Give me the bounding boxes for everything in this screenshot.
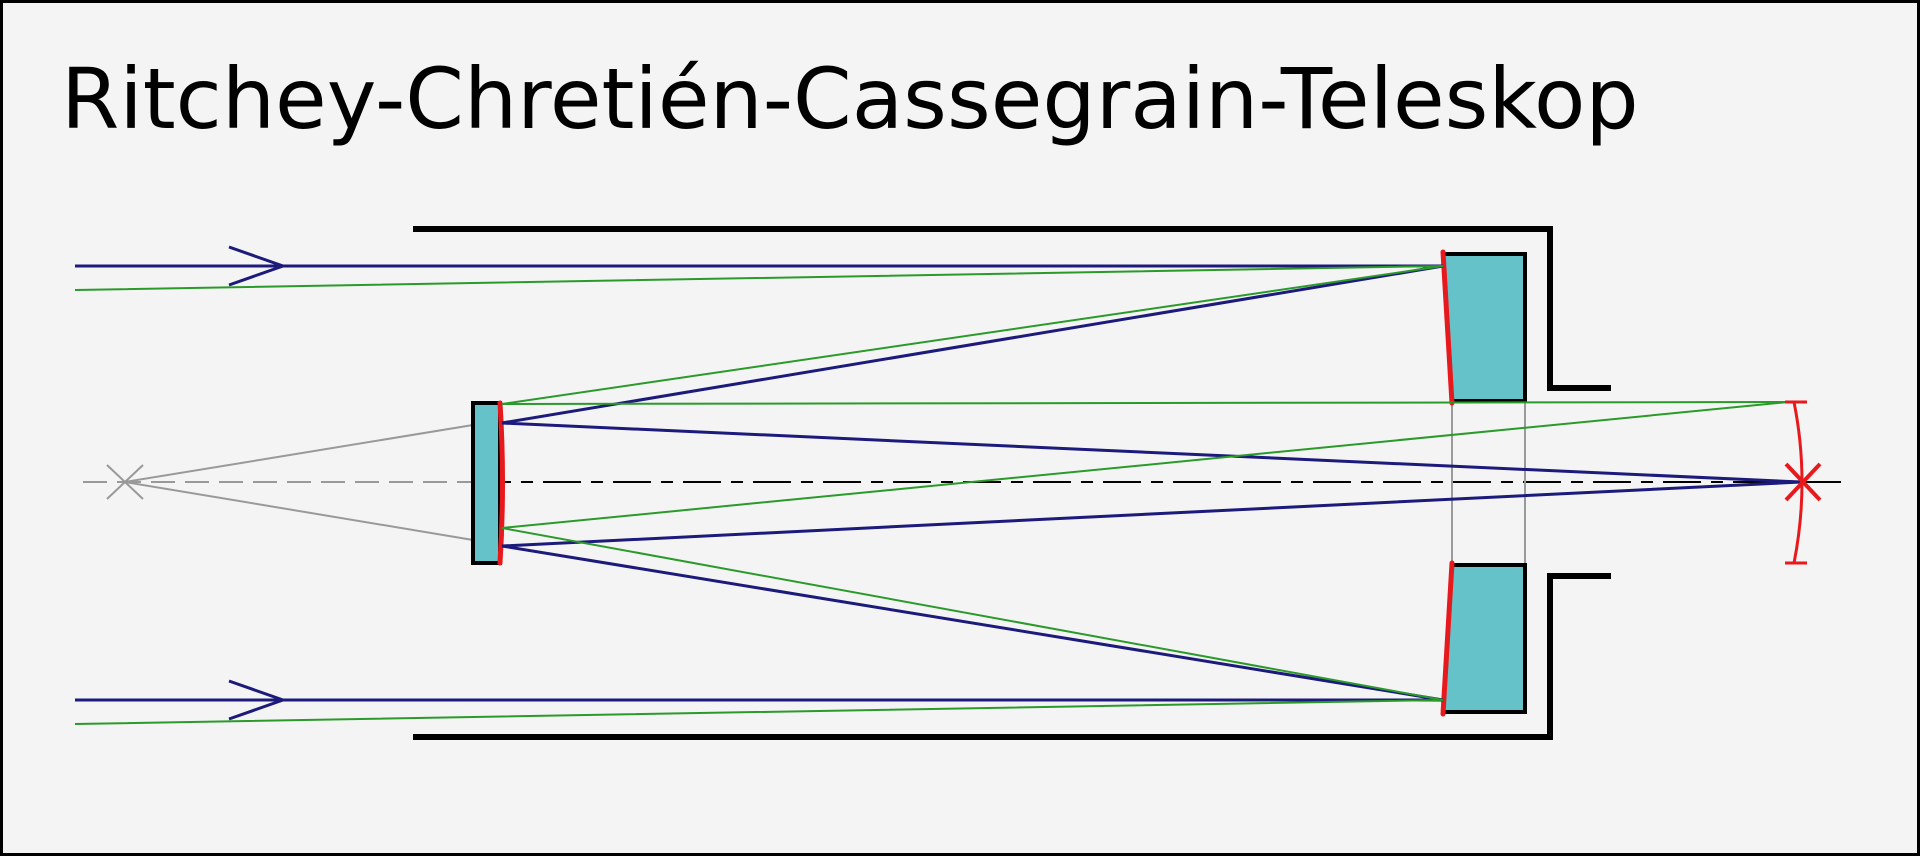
construction-line-lower xyxy=(124,481,474,541)
ray-direction-arrows xyxy=(228,245,288,721)
construction-line-upper xyxy=(124,424,474,483)
telescope-diagram xyxy=(74,226,1848,740)
primary-mirror-surface-lower xyxy=(1440,560,1455,717)
tube-upper xyxy=(413,226,1611,391)
secondary-mirror-surface xyxy=(497,400,505,566)
secondary-mirror xyxy=(471,401,502,565)
primary-mirror-surface-upper xyxy=(1440,249,1455,406)
off-axis-rays xyxy=(74,265,1789,725)
primary-mirror-upper xyxy=(1440,252,1527,403)
tube-lower xyxy=(413,573,1611,740)
primary-mirror-lower xyxy=(1440,563,1527,714)
axial-rays xyxy=(75,264,1802,702)
diagram-title: Ritchey-Chretién-Cassegrain-Teleskop xyxy=(61,50,1639,148)
focal-point-marker xyxy=(1784,462,1822,502)
